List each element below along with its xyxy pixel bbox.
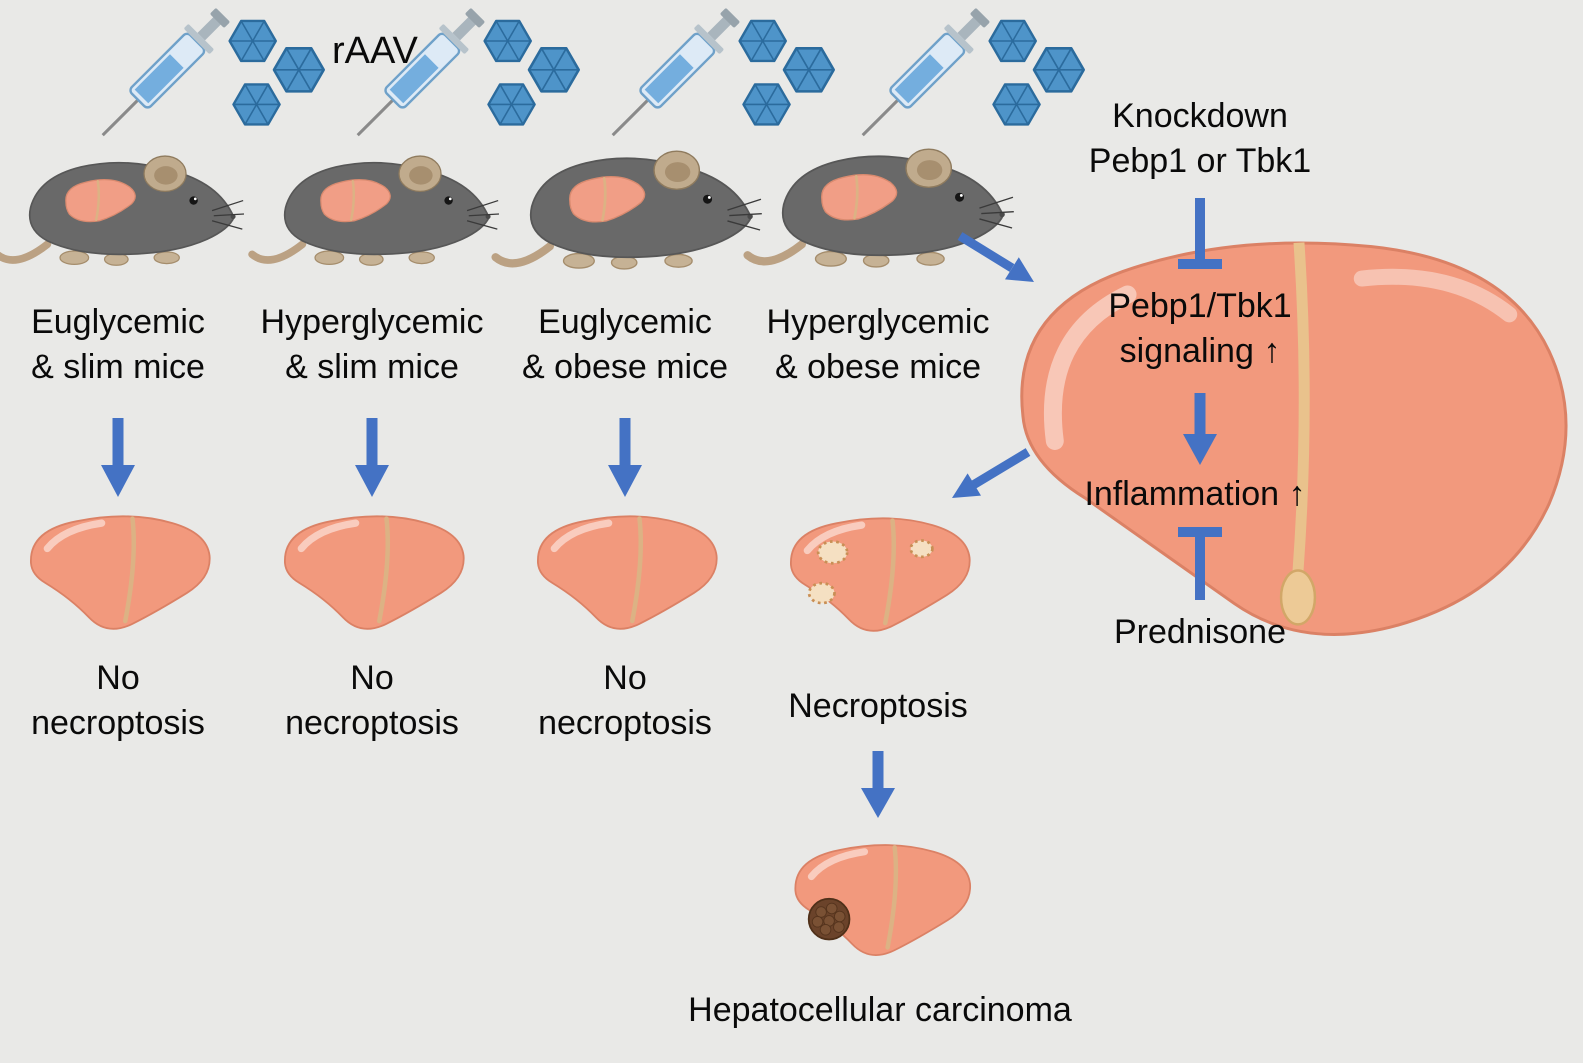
big-liver-icon [1020, 241, 1568, 636]
signaling-line2: signaling ↑ [1119, 331, 1281, 370]
inhibition-bar-icon-knockdown [1178, 198, 1222, 269]
group-1-condition-line1: Euglycemic [31, 303, 205, 341]
syringe-icon-3 [605, 8, 855, 148]
group-2-outcome-line2: necroptosis [285, 703, 459, 742]
arrow-down-icon-2 [355, 418, 389, 497]
knockdown-line1: Knockdown [1112, 97, 1288, 135]
liver-icon-3 [525, 505, 725, 641]
prednisone-label: Prednisone [1113, 613, 1286, 651]
group-3-outcome-line1: No [603, 659, 647, 697]
arrow-down-icon-1 [101, 418, 135, 497]
syringe-icon-1 [95, 8, 345, 148]
arrow-mouse-to-liver-icon [957, 232, 1034, 282]
group-4-condition-line1: Hyperglycemic [766, 303, 990, 341]
group-4-condition-label: Hyperglycemic & obese mice [728, 300, 1028, 390]
group-2-condition-line2: & slim mice [285, 347, 459, 386]
arrow-liver-to-necroptosis-icon [952, 448, 1031, 498]
knockdown-line2: Pebp1 or Tbk1 [1088, 141, 1312, 180]
group-3-condition-label: Euglycemic & obese mice [475, 300, 775, 390]
group-1-outcome-line1: No [96, 659, 140, 697]
mouse-icon-2 [247, 140, 499, 283]
group-3-outcome-line2: necroptosis [538, 703, 712, 742]
inflammation-label: Inflammation ↑ [1084, 475, 1306, 513]
liver-icon-2 [272, 505, 472, 641]
raav-label: rAAV [332, 30, 418, 72]
signaling-label: Pebp1/Tbk1 signaling ↑ [1040, 284, 1360, 374]
group-3-condition-line1: Euglycemic [538, 303, 712, 341]
arrow-down-icon-pathway [1183, 393, 1217, 465]
group-1-outcome-label: No necroptosis [0, 656, 268, 746]
signaling-line1: Pebp1/Tbk1 [1108, 287, 1292, 325]
group-1-condition-label: Euglycemic & slim mice [0, 300, 268, 390]
arrow-down-icon-4 [861, 751, 895, 818]
group-3-condition-line2: & obese mice [522, 347, 728, 386]
group-4-condition-line2: & obese mice [775, 347, 981, 386]
group-1-condition-line2: & slim mice [31, 347, 205, 386]
group-2-condition-label: Hyperglycemic & slim mice [222, 300, 522, 390]
group-2-outcome-label: No necroptosis [222, 656, 522, 746]
group-2-outcome-line1: No [350, 659, 394, 697]
necroptosis-liver-icon [778, 507, 978, 643]
knockdown-label: Knockdown Pebp1 or Tbk1 [1020, 94, 1380, 184]
mouse-icon-1 [0, 140, 244, 283]
carcinoma-label: Hepatocellular carcinoma [688, 991, 1072, 1029]
carcinoma-liver-icon [783, 834, 978, 967]
group-2-condition-line1: Hyperglycemic [260, 303, 484, 341]
inhibition-bar-icon-prednisone [1178, 527, 1222, 600]
group-4-outcome-label: Necroptosis [788, 687, 968, 725]
liver-icon-1 [18, 505, 218, 641]
arrow-down-icon-3 [608, 418, 642, 497]
mouse-icon-3 [490, 134, 762, 288]
group-3-outcome-label: No necroptosis [475, 656, 775, 746]
group-1-outcome-line2: necroptosis [31, 703, 205, 742]
